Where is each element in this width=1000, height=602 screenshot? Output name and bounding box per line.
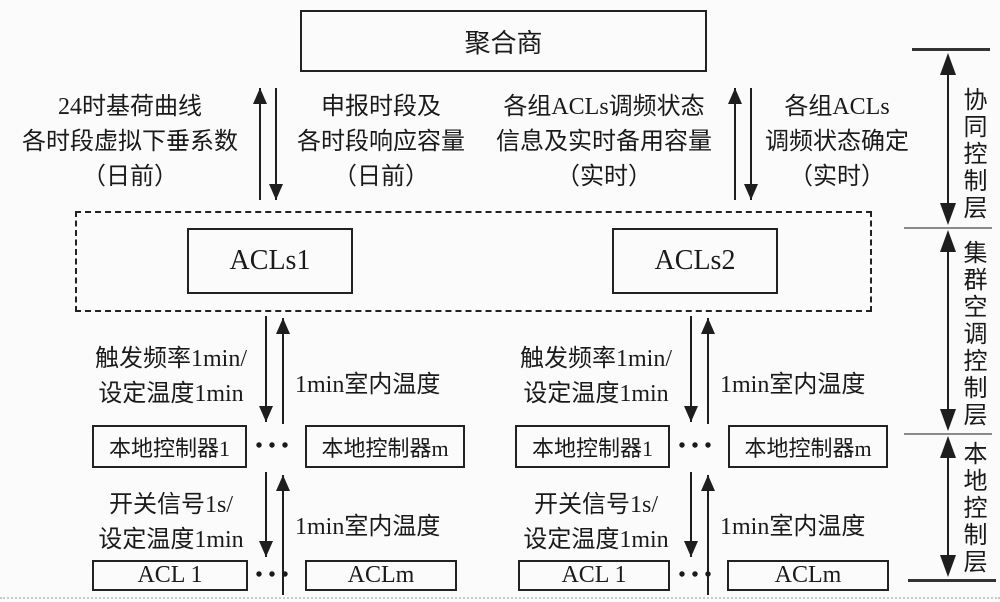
top-left-down-arrow [269,88,283,200]
group1-mid-up-arrow [276,318,290,424]
local-layer-span-arrow [940,436,956,577]
layer-divider-tick-mid2 [904,433,992,435]
group1-acl-first-box: ACL 1 [92,560,248,591]
acl-group-1: 触发频率1min/ 设定温度1min 1min室内温度 本地控制器1 ••• 本… [75,316,485,602]
flow-label-status-reserve: 各组ACLs调频状态 信息及实时备用容量 （实时） [480,90,728,195]
local-controller-first-label: 本地控制器1 [108,435,230,461]
group1-acl-last-box: ACLm [305,560,457,591]
flow-label-line: 触发频率1min/ [94,346,247,372]
flow-label-line: 各时段响应容量 [297,129,465,155]
group2-mid-down-label: 触发频率1min/ 设定温度1min [505,342,687,412]
top-left-up-arrow [253,88,267,200]
group1-local-controller-last-box: 本地控制器m [305,425,465,468]
flow-label-line: 设定温度1min [98,527,244,553]
flow-label-line: （日前） [82,164,178,190]
group2-acl-first-box: ACL 1 [518,560,670,591]
aggregator-label: 聚合商 [464,28,543,58]
group1-mid-down-arrow [259,316,273,422]
local-controller-first-label: 本地控制器1 [531,435,653,461]
aggregator-box: 聚合商 [300,10,707,72]
layer-label-local: 本地控制层 [959,440,985,576]
group2-local-controller-first-box: 本地控制器1 [515,425,670,468]
group1-mid-up-label: 1min室内温度 [295,372,441,398]
group1-low-up-arrow [276,475,290,595]
group2-mid-up-arrow [701,318,715,424]
local-controller-last-label: 本地控制器m [744,435,872,461]
flow-label-freq-status-decision: 各组ACLs 调频状态确定 （实时） [758,90,916,195]
acls2-box: ACLs2 [612,228,778,294]
flow-label-line: 调频状态确定 [765,129,909,155]
group2-low-up-label: 1min室内温度 [720,514,866,540]
flow-label-line: 24时基荷曲线 [58,94,202,120]
local-controller-last-label: 本地控制器m [321,435,449,461]
acl-last-label: ACLm [347,562,415,588]
scan-artifact-line [0,597,1000,599]
group2-low-up-arrow [701,475,715,595]
group2-local-controller-last-box: 本地控制器m [728,425,888,468]
group1-low-down-label: 开关信号1s/ 设定温度1min [80,488,262,558]
flow-label-line: 开关信号1s/ [108,492,233,518]
acl-last-label: ACLm [774,562,842,588]
cluster-dashed-container [75,211,872,312]
flow-label-line: 触发频率1min/ [519,346,672,372]
flow-label-line: 设定温度1min [523,527,669,553]
flow-label-line: 各组ACLs调频状态 [503,94,705,120]
flow-label-line: 各组ACLs [784,94,890,120]
group2-controller-ellipsis: ••• [678,435,718,457]
flow-label-line: （实时） [789,164,885,190]
acl-group-2: 触发频率1min/ 设定温度1min 1min室内温度 本地控制器1 ••• 本… [500,316,910,602]
layer-divider-tick-bottom [908,579,996,582]
layer-label-cluster: 集群空调控制层 [959,239,985,429]
acl-first-label: ACL 1 [561,562,627,588]
group1-acl-ellipsis: ••• [255,564,295,586]
group2-low-down-label: 开关信号1s/ 设定温度1min [505,488,687,558]
cluster-layer-span-arrow [940,230,956,431]
acls2-label: ACLs2 [654,245,736,276]
group2-mid-down-arrow [684,316,698,422]
flow-label-line: 设定温度1min [98,381,244,407]
top-right-up-arrow [728,88,742,200]
group1-low-down-arrow [259,472,273,557]
flow-label-line: 设定温度1min [523,381,669,407]
group1-local-controller-first-box: 本地控制器1 [92,425,247,468]
layer-label-cooperative: 协同控制层 [959,86,985,222]
group1-controller-ellipsis: ••• [255,435,295,457]
acl-first-label: ACL 1 [137,562,203,588]
group2-acl-last-box: ACLm [727,560,889,591]
flow-label-baseline-droop: 24时基荷曲线 各时段虚拟下垂系数 （日前） [2,90,258,195]
group1-low-up-label: 1min室内温度 [295,514,441,540]
flow-label-line: 开关信号1s/ [533,492,658,518]
flow-label-line: 各时段虚拟下垂系数 [22,129,238,155]
top-right-down-arrow [744,88,758,200]
acls1-box: ACLs1 [187,228,353,294]
flow-label-line: 申报时段及 [321,94,441,120]
group2-acl-ellipsis: ••• [678,564,718,586]
layer-divider-tick-top [912,48,990,51]
group2-low-down-arrow [684,472,698,557]
cooperative-layer-span-arrow [940,53,956,225]
group2-mid-up-label: 1min室内温度 [720,372,866,398]
flow-label-line: 信息及实时备用容量 [496,129,712,155]
group1-mid-down-label: 触发频率1min/ 设定温度1min [80,342,262,412]
flow-label-line: （日前） [333,164,429,190]
flow-label-declared-capacity: 申报时段及 各时段响应容量 （日前） [282,90,480,195]
layer-divider-tick-mid1 [904,227,992,229]
flow-label-line: （实时） [556,164,652,190]
acls1-label: ACLs1 [229,245,311,276]
